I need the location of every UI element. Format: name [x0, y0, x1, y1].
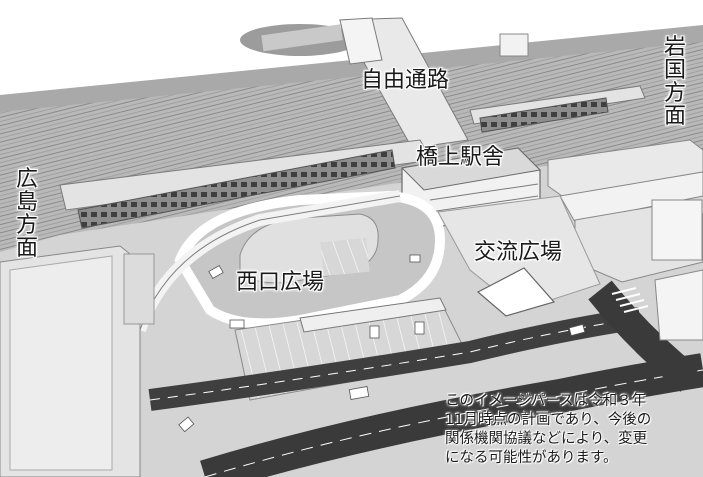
free-passage-label: 自由通路: [361, 68, 450, 93]
station-label: 橋上駅舎: [416, 145, 505, 170]
east-houses: [547, 139, 703, 283]
west-building-face: [9, 255, 113, 471]
hiroshima-char: 方: [16, 213, 39, 239]
platform-canopy: [59, 139, 433, 211]
note-line: このイメージパースは令和３年: [445, 393, 647, 409]
north-plaza-parking: [261, 24, 343, 52]
exchange-plaza-ground: [437, 195, 601, 311]
station-window-line: [429, 183, 539, 201]
west-small-building: [123, 253, 155, 325]
hiroshima-char: 島: [16, 190, 39, 216]
note-line: 11月時点の計画であり、今後の: [445, 412, 652, 428]
rotary-parking: [320, 237, 370, 277]
station-roof: [400, 147, 542, 191]
iwakuni-char: 方: [664, 81, 687, 107]
train-east: [479, 97, 609, 133]
hiroshima-char: 面: [16, 236, 39, 262]
iwakuni-char: 国: [664, 58, 687, 84]
hiroshima-char: 広: [16, 167, 39, 192]
disclaimer-note: このイメージパースは令和３年 11月時点の計画であり、今後の 関係機関協議などに…: [445, 392, 697, 468]
cars: [178, 254, 586, 433]
iwakuni-char: 岩: [664, 35, 687, 60]
east-corner-building: [654, 269, 703, 341]
parking-canopy: [299, 297, 447, 333]
note-line: 関係機関協議などにより、変更: [445, 431, 648, 447]
station-window-line: [429, 195, 539, 213]
east-road: [588, 280, 700, 392]
small-building: [499, 33, 529, 57]
exchange-plaza-tent: [476, 267, 556, 317]
south-road-centerline: [204, 369, 703, 477]
hiroshima-direction-label: 広 島 方 面: [16, 168, 38, 260]
note-line: になる可能性があります。: [445, 450, 618, 466]
crosswalk: [611, 287, 649, 313]
iwakuni-char: 面: [664, 104, 687, 130]
train-west: [77, 149, 396, 229]
iwakuni-direction-label: 岩 国 方 面: [664, 36, 686, 128]
free-passage-north-building: [339, 17, 383, 65]
west-plaza-label: 西口広場: [236, 270, 325, 295]
exchange-plaza-label: 交流広場: [474, 240, 563, 265]
